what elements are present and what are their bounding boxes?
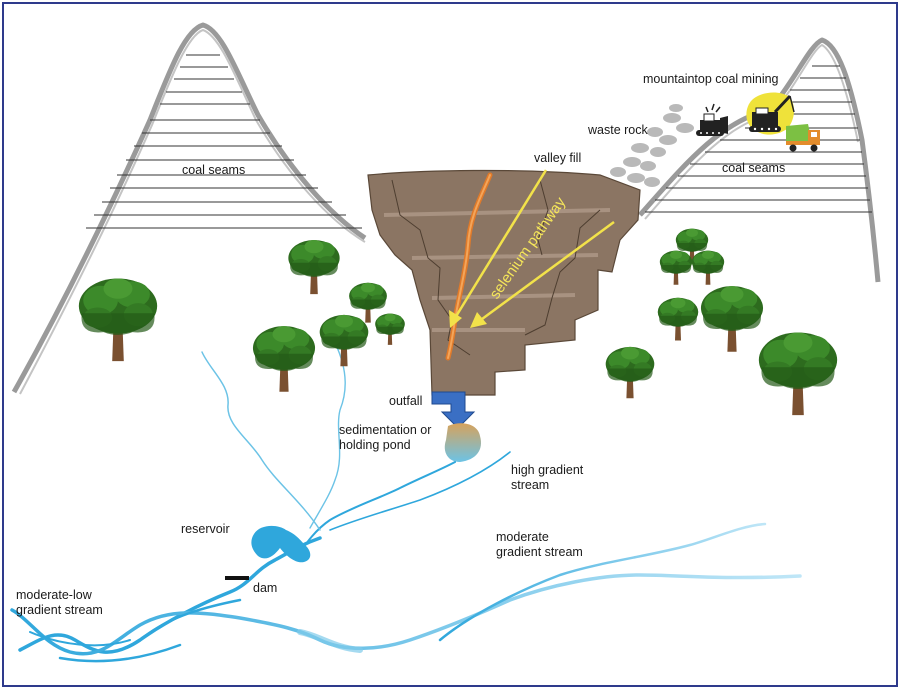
moderate-low-label-line1: moderate-low [16, 588, 93, 602]
coal-seams-left-label: coal seams [182, 163, 245, 177]
labels: mountaintop coal mining waste rock valle… [16, 72, 785, 617]
outfall-arrow [431, 391, 476, 429]
bulldozer-icon [696, 103, 728, 136]
dam-label: dam [253, 581, 277, 595]
waste-rock-boulders [610, 104, 694, 187]
mountaintop-mining-label: mountaintop coal mining [643, 72, 779, 86]
reservoir-shape [251, 525, 311, 563]
reservoir-label: reservoir [181, 522, 230, 536]
dam-bar [225, 576, 249, 580]
sedimentation-pond [444, 423, 482, 462]
high-gradient-label-line2: stream [511, 478, 549, 492]
waste-rock-label: waste rock [587, 123, 648, 137]
valley-fill [367, 169, 641, 396]
left-mountain [11, 22, 367, 395]
high-gradient-label-line1: high gradient [511, 463, 584, 477]
moderate-low-label-line2: gradient stream [16, 603, 103, 617]
valley-fill-label: valley fill [534, 151, 581, 165]
moderate-gradient-label-line1: moderate [496, 530, 549, 544]
outfall-label: outfall [389, 394, 422, 408]
moderate-gradient-label-line2: gradient stream [496, 545, 583, 559]
stream-network [10, 332, 802, 663]
pond-label-line2: holding pond [339, 438, 411, 452]
pond-label-line1: sedimentation or [339, 423, 431, 437]
mining-equipment-icon [696, 92, 820, 152]
dragline-icon [749, 94, 795, 132]
coal-seams-right-label: coal seams [722, 161, 785, 175]
dump-truck-icon [786, 124, 820, 152]
